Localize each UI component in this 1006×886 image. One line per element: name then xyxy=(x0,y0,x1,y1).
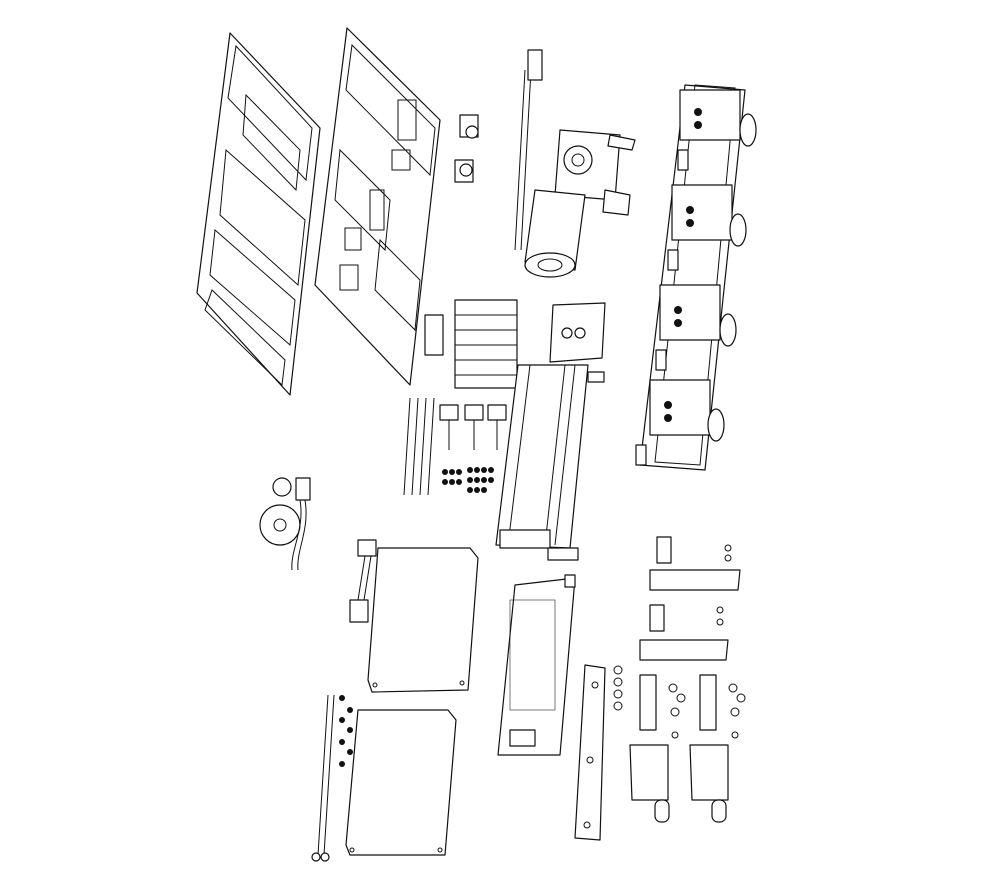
cover-plate-upper xyxy=(367,547,479,693)
round-sensor-part xyxy=(259,477,311,571)
motor-assembly xyxy=(514,49,636,278)
vented-enclosure xyxy=(497,574,576,756)
foam-insert-left xyxy=(196,32,321,396)
bracket-parts xyxy=(629,536,746,823)
cover-plate-lower xyxy=(345,709,457,856)
knob-parts xyxy=(454,114,479,183)
cable-harness-lower xyxy=(311,694,353,862)
rods-and-fasteners xyxy=(403,397,507,496)
mounting-bar xyxy=(574,664,623,841)
control-box xyxy=(549,302,606,363)
foam-insert-right xyxy=(314,27,441,386)
carriage-rail-assembly xyxy=(635,84,757,471)
heatsink xyxy=(424,299,518,389)
aluminum-extrusion xyxy=(495,364,605,561)
